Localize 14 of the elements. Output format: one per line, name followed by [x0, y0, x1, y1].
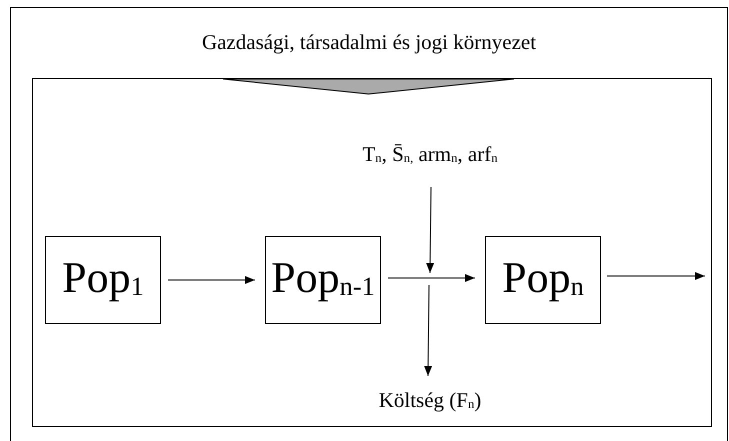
- frame-panel: [10, 7, 728, 441]
- process-box: [45, 236, 161, 324]
- process-box: [485, 236, 601, 324]
- node-label: Pop$_{n-1}$: [270, 253, 376, 304]
- arrow: [424, 284, 432, 376]
- arrow: [168, 276, 256, 284]
- process-box: [265, 236, 381, 324]
- arrow: [426, 186, 434, 274]
- inner-panel: [32, 78, 712, 427]
- node-label: Pop$_{1}$: [61, 253, 145, 304]
- arrow: [606, 272, 706, 280]
- node-label: Pop$_{n}$: [501, 253, 585, 304]
- arrow: [388, 274, 476, 282]
- heading-text: Gazdasági, társadalmi és jogi környezet: [200, 30, 538, 55]
